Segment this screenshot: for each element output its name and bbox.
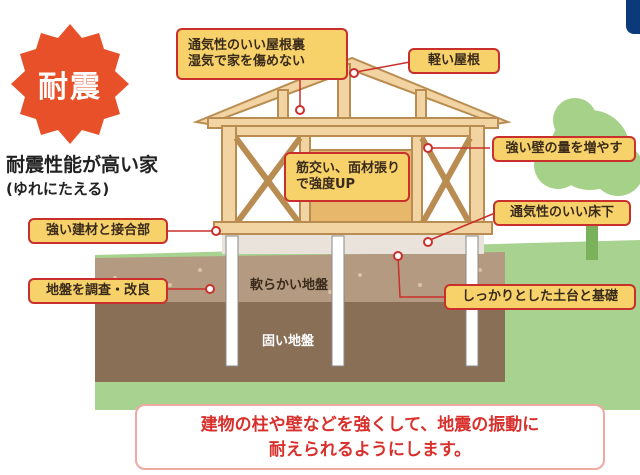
- tree-icon: [534, 98, 640, 260]
- label-bracing: 筋交い、面材張り で強度UP: [284, 152, 410, 202]
- leader-lines: [168, 61, 496, 298]
- summary-line2: 耐えられるようにします。: [268, 439, 472, 460]
- summary-line1: 建物の柱や壁などを強くして、地震の振動に: [200, 415, 540, 435]
- underfloor-space: [222, 232, 484, 254]
- page-heading: 耐震性能が高い家: [6, 154, 159, 176]
- hard-ground-layer: [95, 302, 505, 382]
- hard-ground-label: 固い地盤: [262, 334, 315, 349]
- label-bracing-line2: で強度UP: [296, 177, 356, 192]
- leader-dots: [205, 68, 433, 294]
- page-subheading: (ゆれにたえる): [6, 180, 110, 198]
- label-floor-ventilation: 通気性のいい床下: [493, 200, 631, 226]
- corner-tab[interactable]: [626, 0, 640, 34]
- ground-pebbles: [113, 268, 482, 297]
- label-ground-survey: 地盤を調査・改良: [28, 278, 168, 304]
- label-roof-ventilation-line1: 通気性のいい屋根裏: [188, 38, 306, 54]
- label-strong-materials: 強い建材と接合部: [28, 218, 168, 244]
- badge-title: 耐震: [38, 70, 102, 105]
- badge-starburst: [11, 24, 129, 144]
- label-foundation: しっかりとした土台と基礎: [444, 284, 636, 310]
- label-strong-walls: 強い壁の量を増やす: [492, 136, 636, 162]
- label-roof-ventilation-line2: 湿気で家を傷めない: [188, 54, 306, 69]
- label-light-roof: 軽い屋根: [408, 48, 500, 74]
- summary-box: 建物の柱や壁などを強くして、地震の振動に 耐えられるようにします。: [135, 404, 605, 470]
- label-bracing-line1: 筋交い、面材張り: [296, 161, 401, 177]
- label-roof-ventilation: 通気性のいい屋根裏 湿気で家を傷めない: [176, 28, 348, 80]
- soft-ground-label: 軟らかい地盤: [250, 278, 329, 293]
